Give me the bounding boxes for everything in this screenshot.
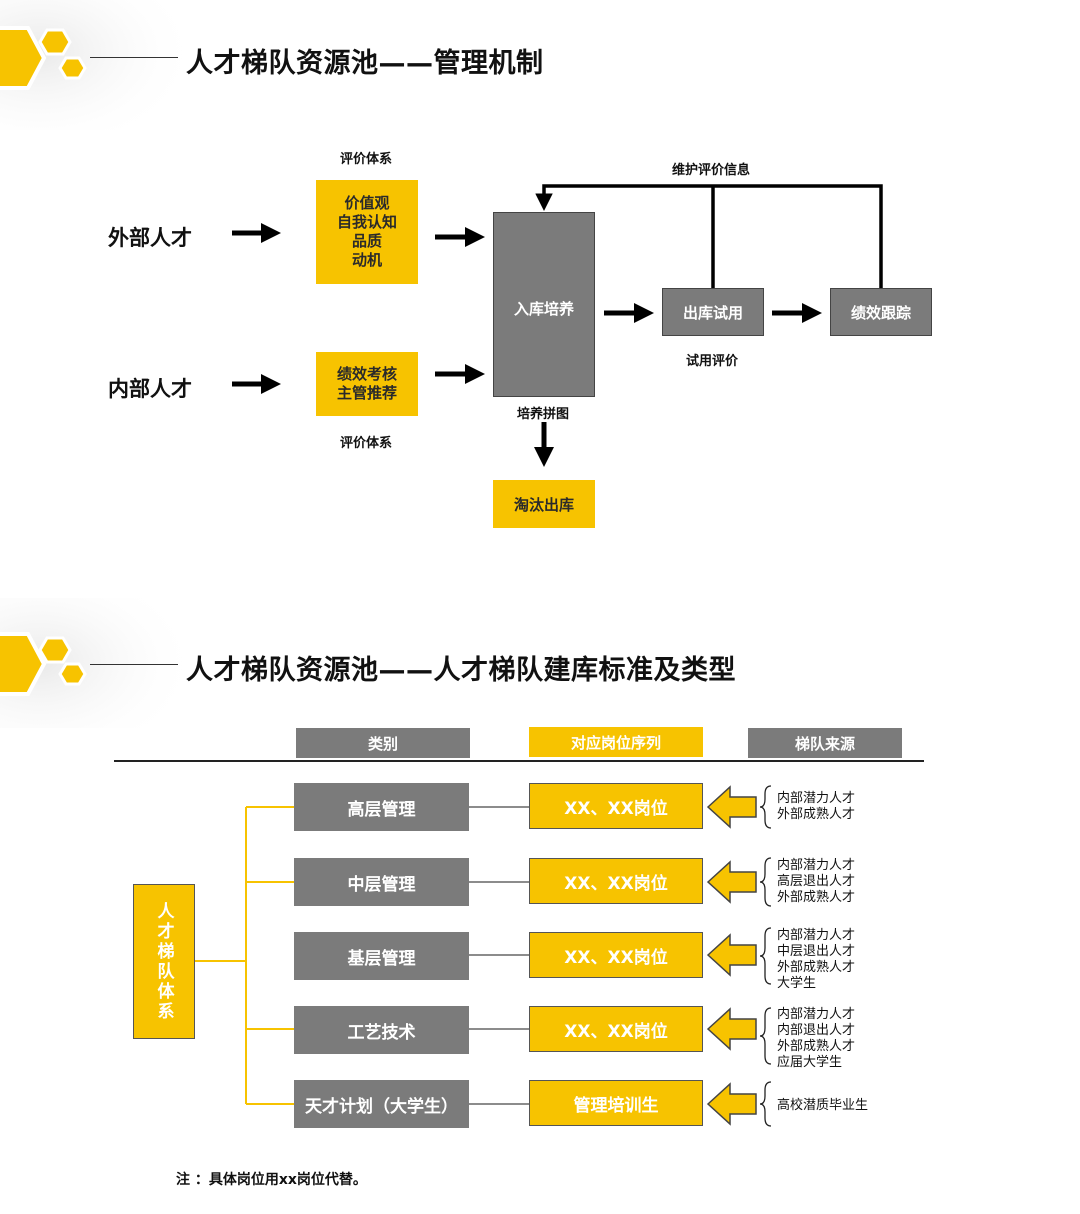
training-box: 入库培养 [493, 212, 595, 397]
arrow-source-row5 [706, 1082, 757, 1126]
tracking-box: 绩效跟踪 [830, 288, 932, 336]
training-box-label: 入库培养 [513, 300, 574, 318]
source-row4: 内部潜力人才 内部退出人才 外部成熟人才 应届大学生 [777, 1007, 856, 1070]
title-rule [90, 57, 178, 58]
category-genius-plan: 天才计划（大学生） [294, 1080, 469, 1128]
talent-system-label: 人才梯队体系 [153, 901, 174, 1022]
category-senior-management: 高层管理 [294, 783, 469, 831]
header-position: 对应岗位序列 [529, 727, 703, 757]
arrow-source-row4 [706, 1007, 757, 1051]
maintain-eval-label: 维护评价信息 [672, 163, 751, 178]
header-rule [114, 760, 924, 762]
arrow-source-row3 [706, 933, 757, 977]
position-row3: XX、XX岗位 [529, 932, 703, 978]
position-row4: XX、XX岗位 [529, 1006, 703, 1052]
section1-title: 人才梯队资源池——管理机制 [186, 48, 544, 79]
header-source: 梯队来源 [748, 728, 902, 758]
footnote: 注 ：具体岗位用xx岗位代替。 [176, 1172, 367, 1188]
hexagon-decoration-top [0, 0, 200, 130]
source-row3: 内部潜力人才 中层退出人才 外部成熟人才 大学生 [777, 928, 856, 991]
performance-box: 绩效考核 主管推荐 [316, 352, 418, 416]
trial-box: 出库试用 [662, 288, 764, 336]
eliminate-box: 淘汰出库 [493, 480, 595, 528]
position-row5: 管理培训生 [529, 1080, 703, 1126]
source-row1: 内部潜力人才 外部成熟人才 [777, 791, 856, 822]
source-row2: 内部潜力人才 高层退出人才 外部成熟人才 [777, 858, 856, 905]
external-talent-label: 外部人才 [108, 226, 192, 250]
flow-arrows [232, 184, 883, 467]
internal-talent-label: 内部人才 [108, 377, 192, 401]
category-process-technology: 工艺技术 [294, 1006, 469, 1054]
trial-eval-label: 试用评价 [686, 354, 739, 369]
category-middle-management: 中层管理 [294, 858, 469, 906]
hexagon-decoration-bottom [0, 598, 200, 728]
position-row1: XX、XX岗位 [529, 783, 703, 829]
category-basic-management: 基层管理 [294, 932, 469, 980]
training-map-label: 培养拼图 [517, 407, 570, 422]
eval-system-label-top: 评价体系 [340, 152, 393, 167]
section2-title: 人才梯队资源池——人才梯队建库标准及类型 [186, 655, 736, 686]
source-row5: 高校潜质毕业生 [777, 1098, 869, 1113]
header-category: 类别 [296, 728, 470, 758]
eval-system-label-bottom: 评价体系 [340, 436, 393, 451]
title-rule-2 [90, 664, 178, 665]
arrow-source-row2 [706, 860, 757, 904]
position-row2: XX、XX岗位 [529, 858, 703, 904]
arrow-source-row1 [706, 785, 757, 829]
values-box: 价值观 自我认知 品质 动机 [316, 180, 418, 284]
talent-system-box: 人才梯队体系 [133, 884, 195, 1039]
